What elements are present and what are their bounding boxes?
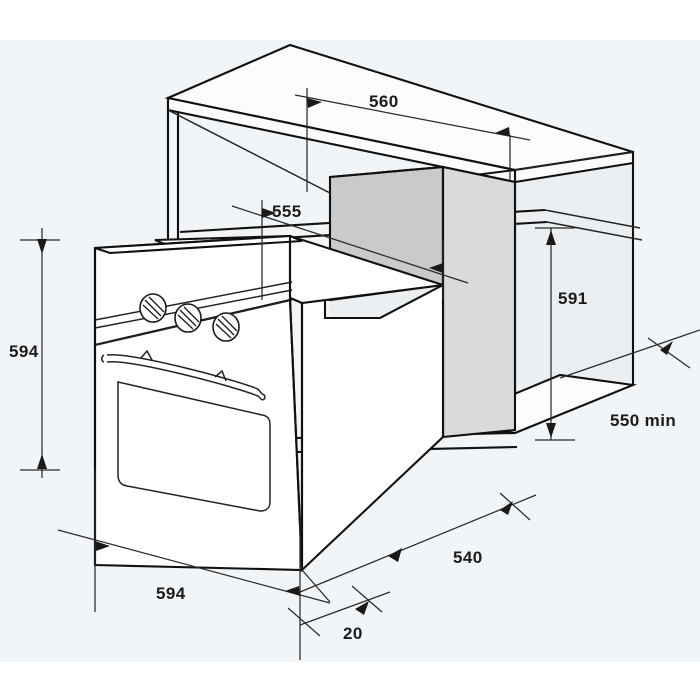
knob-2[interactable] — [174, 303, 202, 333]
ext-20-right — [351, 585, 383, 613]
arrow-550min — [660, 341, 673, 355]
oven-right-side-panel — [300, 283, 445, 573]
dimension-560-label: 560 — [369, 92, 399, 111]
dimline-560 — [294, 94, 531, 141]
dimension-591-label: 591 — [558, 289, 588, 308]
dimension-555-label: 555 — [272, 202, 302, 221]
ext-540-far — [499, 492, 531, 521]
arrow-540-far — [388, 548, 402, 562]
arrow-594h-left — [95, 541, 110, 551]
dimline-540 — [299, 494, 537, 593]
dimension-20: 20 — [287, 585, 391, 643]
arrow-560-right — [495, 127, 510, 136]
arrow-540-near — [500, 501, 513, 515]
oven-door-front-panel — [93, 298, 304, 572]
dimension-560: 560 — [294, 88, 531, 192]
dimension-550min: 550 min — [559, 329, 700, 430]
arrow-591-top — [546, 230, 556, 245]
dimension-591: 591 — [535, 227, 588, 441]
arrow-594h-right — [285, 586, 300, 596]
cabinet-recess-diagonal-left — [167, 109, 331, 194]
oven-appliance — [93, 234, 445, 573]
dimension-540: 540 — [299, 492, 537, 603]
oven-control-knobs — [139, 293, 240, 342]
arrow-555-right — [429, 263, 443, 273]
arrow-591-bottom — [546, 423, 556, 438]
dimension-594-vertical: 594 — [9, 228, 60, 478]
dimension-594-vertical-label: 594 — [9, 342, 39, 361]
door-handle[interactable] — [101, 349, 266, 401]
oven-control-panel-top-bevel — [94, 234, 303, 255]
dimension-555: 555 — [231, 200, 469, 300]
dimension-594-horizontal-label: 594 — [156, 584, 186, 603]
cabinet-recess-diagonal-right — [514, 151, 634, 171]
dimension-550min-label: 550 min — [610, 411, 676, 430]
oven-door-window — [117, 381, 271, 512]
dimline-594h — [57, 529, 331, 604]
knob-1[interactable] — [139, 293, 167, 323]
control-panel-trim-line-1 — [94, 281, 293, 321]
arrow-594v-top — [37, 239, 47, 254]
cabinet-side-band-right-lower — [546, 221, 643, 241]
ext-20-left — [287, 607, 321, 637]
ext-540-near — [301, 569, 331, 603]
dimline-550min — [559, 329, 700, 379]
knob-3[interactable] — [212, 312, 240, 342]
cutout-shade-right — [441, 165, 517, 439]
arrow-555-left — [262, 208, 276, 218]
dimension-20-label: 20 — [343, 624, 363, 643]
dimension-540-label: 540 — [453, 548, 483, 567]
dimline-20 — [299, 591, 391, 626]
arrow-20 — [355, 601, 369, 615]
cabinet-side-band-right-upper — [544, 209, 641, 229]
ext-550min-tick — [647, 337, 691, 369]
arrow-594v-bottom — [37, 454, 47, 469]
dimline-555 — [231, 205, 469, 284]
arrow-560-left — [307, 98, 322, 108]
dimension-594-horizontal: 594 — [57, 470, 331, 660]
